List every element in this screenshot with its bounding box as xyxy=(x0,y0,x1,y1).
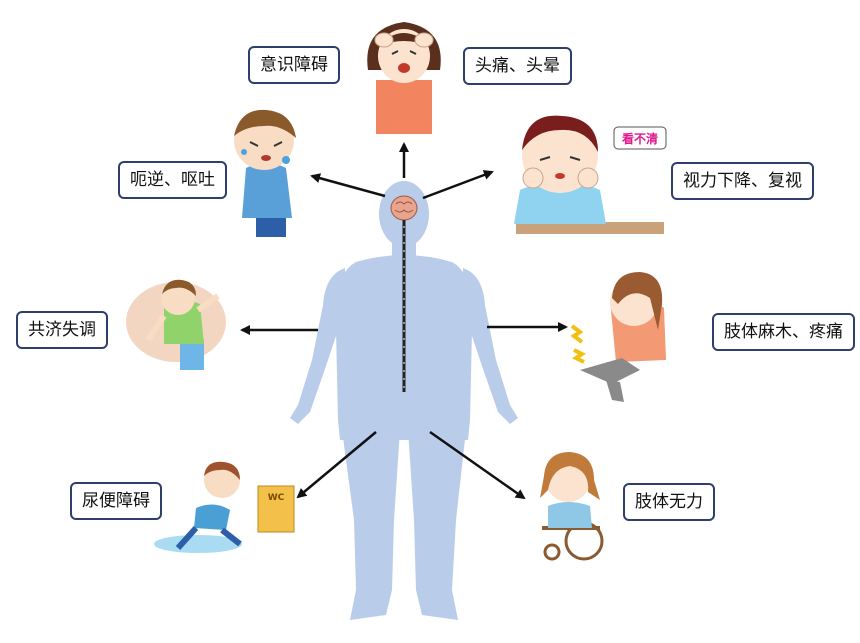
arrow-vision xyxy=(422,170,494,200)
vision-sign-text: 看不清 xyxy=(622,131,658,146)
headache-girl-illustration xyxy=(367,22,441,134)
node-nausea: 呃逆、呕吐 xyxy=(118,161,227,199)
arrow-nausea xyxy=(310,173,386,198)
arrows xyxy=(240,142,568,500)
nausea-boy-illustration xyxy=(234,109,296,237)
node-vision: 视力下降、复视 xyxy=(671,162,814,200)
vision-boy-illustration xyxy=(514,115,667,234)
numbness-woman-illustration xyxy=(570,272,666,402)
brain-spinal-cord xyxy=(390,195,418,392)
node-consciousness: 意识障碍 xyxy=(248,46,340,84)
node-ataxia: 共济失调 xyxy=(16,311,108,349)
node-incontinence: 尿便障碍 xyxy=(70,482,162,520)
node-numbness: 肢体麻木、疼痛 xyxy=(712,313,855,351)
node-headache: 头痛、头晕 xyxy=(463,47,572,85)
ataxia-boy-illustration xyxy=(126,279,226,370)
wc-sign-text: WC xyxy=(268,493,285,503)
arrow-weakness xyxy=(429,430,526,500)
node-weakness: 肢体无力 xyxy=(623,483,715,521)
weakness-girl-wheelchair-illustration xyxy=(540,452,604,561)
arrow-incontinence xyxy=(296,431,377,499)
incontinence-boy-illustration xyxy=(154,461,295,553)
